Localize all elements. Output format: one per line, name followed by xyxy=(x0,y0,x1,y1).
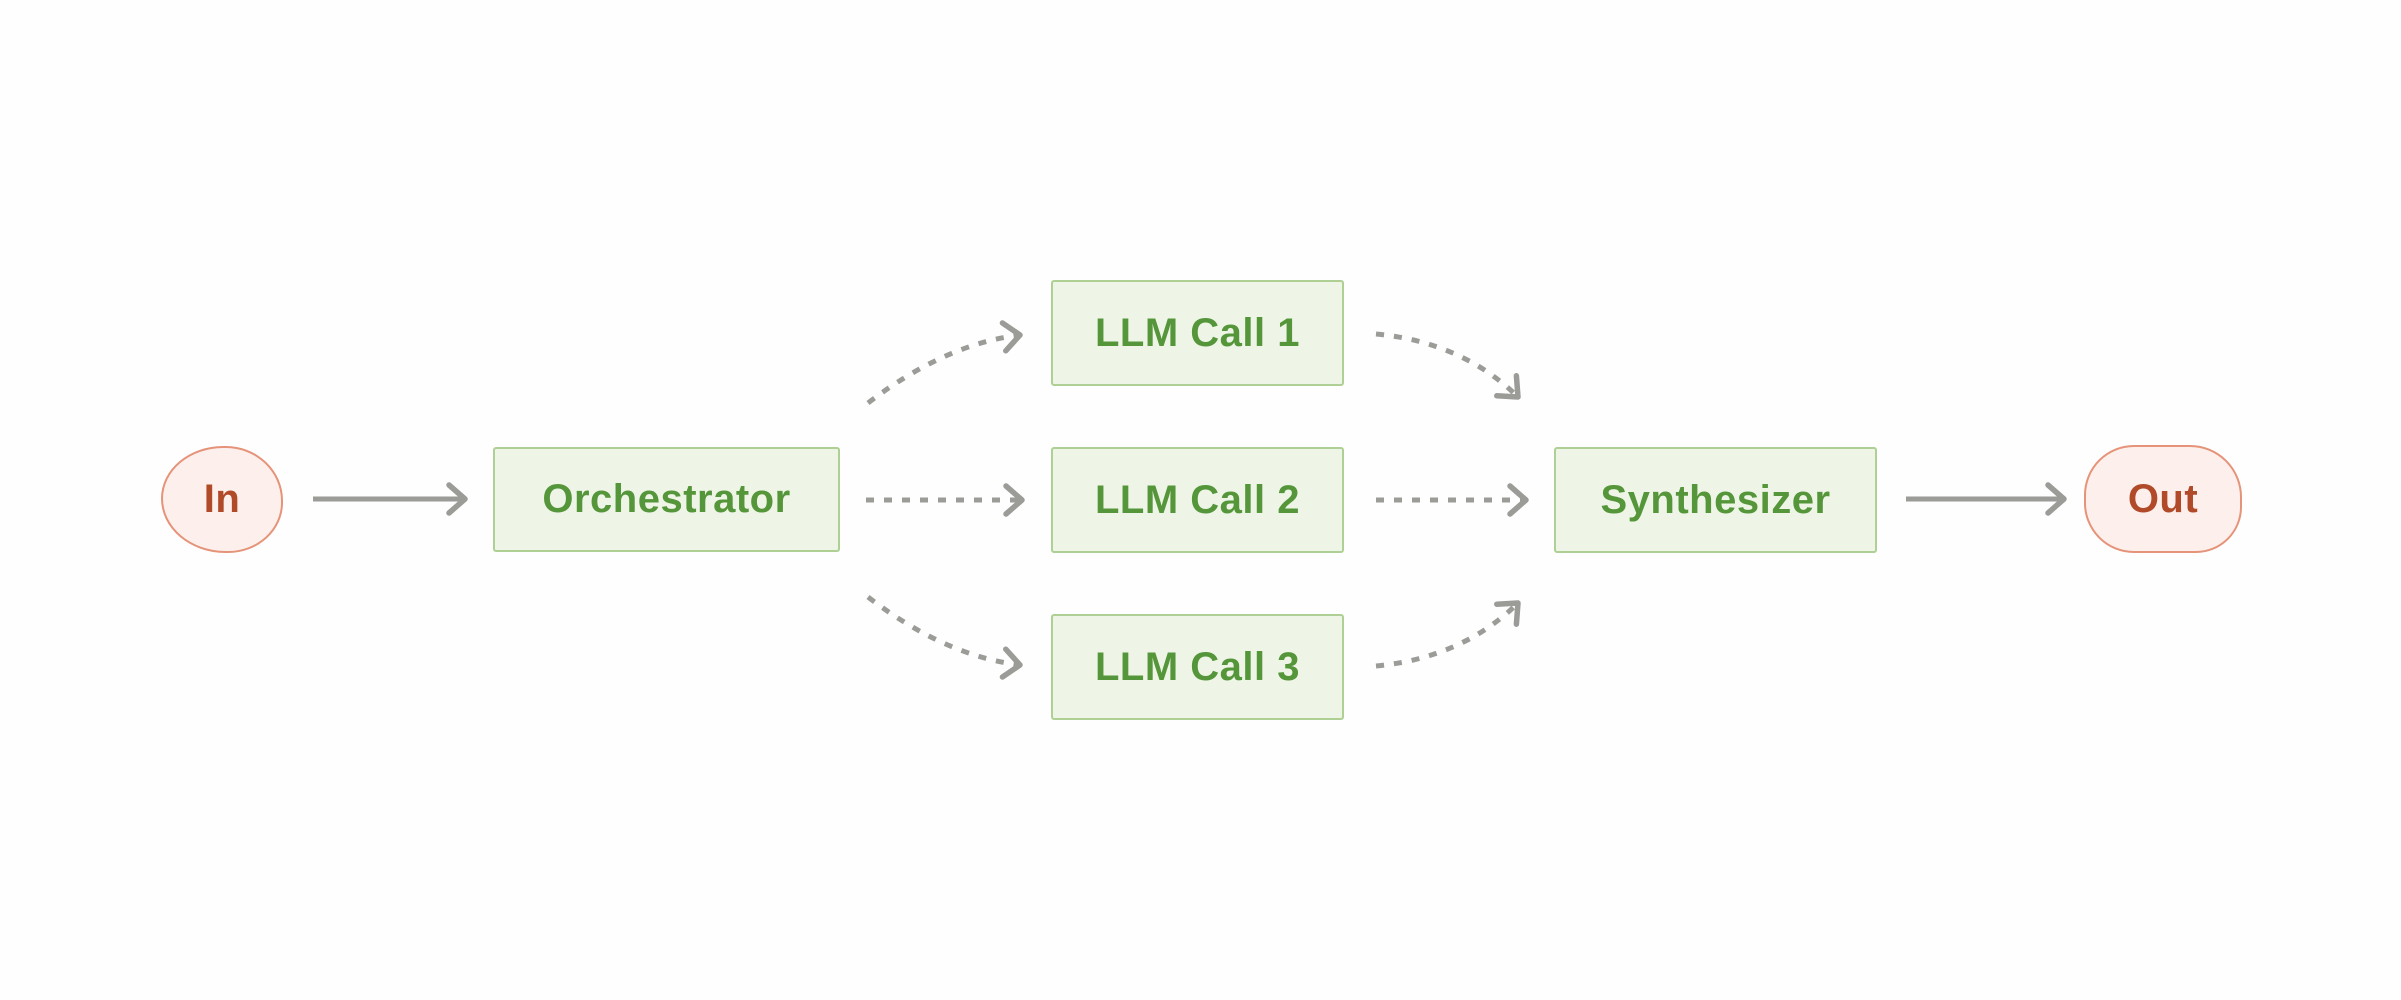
node-orchestrator-label: Orchestrator xyxy=(542,477,791,521)
node-llm-call-3: LLM Call 3 xyxy=(1051,614,1344,720)
node-orchestrator: Orchestrator xyxy=(493,447,840,552)
edge-orchestrator-to-llm-call-1 xyxy=(866,320,1023,405)
node-llm-call-3-label: LLM Call 3 xyxy=(1094,644,1301,689)
node-out: Out xyxy=(2084,445,2242,553)
node-in-label: In xyxy=(203,477,241,521)
node-out-label: Out xyxy=(2127,476,2199,521)
edge-llm-call-1-to-synthesizer xyxy=(1375,331,1521,400)
edge-llm-call-3-to-synthesizer xyxy=(1375,600,1521,669)
node-llm-call-1: LLM Call 1 xyxy=(1051,280,1344,386)
edge-orchestrator-to-llm-call-3 xyxy=(866,595,1023,680)
node-in: In xyxy=(161,446,283,553)
node-llm-call-2: LLM Call 2 xyxy=(1051,447,1344,553)
node-llm-call-1-label: LLM Call 1 xyxy=(1094,310,1301,355)
node-synthesizer: Synthesizer xyxy=(1554,447,1877,553)
node-llm-call-2-label: LLM Call 2 xyxy=(1094,477,1301,522)
node-synthesizer-label: Synthesizer xyxy=(1600,477,1831,522)
